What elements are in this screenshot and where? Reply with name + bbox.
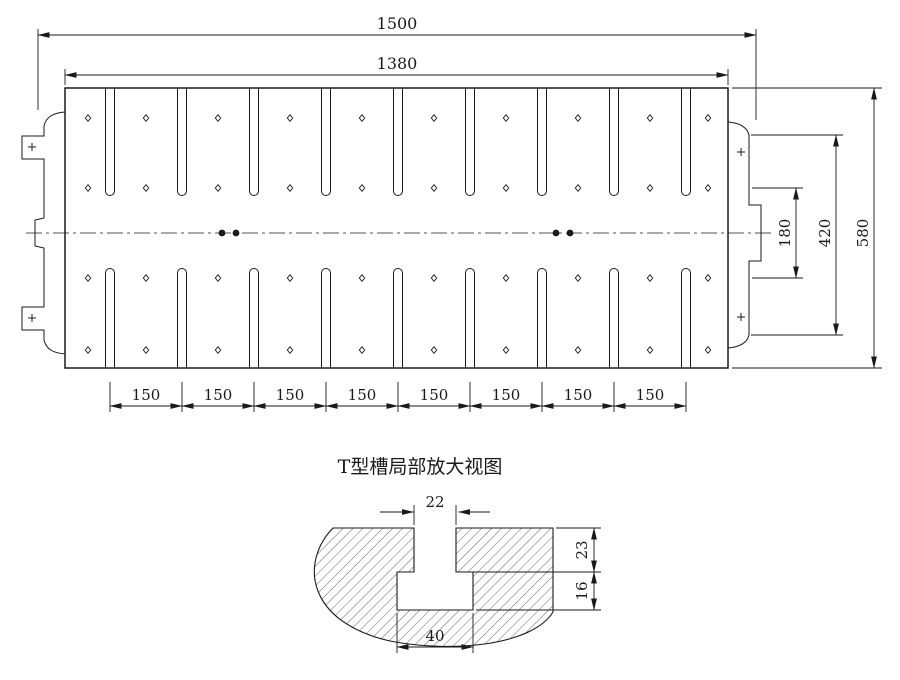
detail-title: T型槽局部放大视图 [338, 456, 503, 478]
bolt-hole-mark [84, 183, 92, 193]
bolt-hole-mark [142, 345, 150, 355]
bolt-hole-mark [430, 273, 438, 283]
t-slot-top [249, 88, 259, 196]
bolt-hole-mark [704, 273, 712, 283]
bolt-hole-mark [214, 273, 222, 283]
dim-slot-opening-label: 22 [425, 493, 444, 511]
bolt-hole-mark [430, 183, 438, 193]
t-slot-top [105, 88, 115, 196]
bolt-hole-mark [358, 113, 366, 123]
t-slot-bottom [177, 268, 187, 368]
t-slot-bottom [105, 268, 115, 368]
locating-hole [218, 229, 226, 237]
t-slot-top [681, 88, 691, 196]
t-slot-bottom [681, 268, 691, 368]
t-slot-top [177, 88, 187, 196]
bolt-hole-mark [502, 273, 510, 283]
bolt-hole-mark [574, 273, 582, 283]
dim-center-span-label: 180 [776, 219, 794, 248]
t-slot-top [393, 88, 403, 196]
t-slot-top [537, 88, 547, 196]
bolt-hole-mark [574, 183, 582, 193]
bolt-hole-mark [574, 113, 582, 123]
bolt-hole-mark [84, 273, 92, 283]
dim-t-width-label: 40 [425, 627, 444, 645]
bolt-hole-mark [358, 273, 366, 283]
right-end-profile [727, 121, 762, 349]
bolt-hole-mark [704, 113, 712, 123]
bolt-hole-mark [286, 113, 294, 123]
dim-pitch-label: 150 [420, 386, 449, 404]
bolt-hole-mark [286, 345, 294, 355]
dim-overall-length-label: 1500 [377, 14, 418, 33]
t-slot-bottom [537, 268, 547, 368]
t-slot-bottom [465, 268, 475, 368]
t-slot-bottom [321, 268, 331, 368]
t-slot-top [609, 88, 619, 196]
dim-overall-width-label: 580 [854, 219, 872, 248]
bolt-hole-mark [214, 345, 222, 355]
dim-pitch-label: 150 [132, 386, 161, 404]
locating-hole [552, 229, 560, 237]
hole-marks-group [84, 113, 712, 355]
dim-pitch-label: 150 [636, 386, 665, 404]
bolt-hole-mark [84, 113, 92, 123]
t-slots-group [105, 88, 691, 368]
t-slot-bottom [609, 268, 619, 368]
bolt-hole-mark [502, 183, 510, 193]
dim-pitch-label: 150 [492, 386, 521, 404]
bolt-hole-mark [142, 183, 150, 193]
bolt-hole-mark [214, 183, 222, 193]
t-slot-bottom [393, 268, 403, 368]
bolt-hole-mark [84, 345, 92, 355]
bolt-hole-mark [358, 183, 366, 193]
t-slot-top [465, 88, 475, 196]
bolt-hole-mark [286, 273, 294, 283]
t-slot-bottom [249, 268, 259, 368]
bolt-hole-mark [574, 345, 582, 355]
bolt-hole-mark [646, 113, 654, 123]
dim-end-width-label: 420 [816, 219, 834, 248]
bolt-hole-mark [430, 345, 438, 355]
bolt-hole-mark [646, 273, 654, 283]
dim-neck-depth-label: 23 [573, 540, 591, 559]
bolt-hole-mark [502, 345, 510, 355]
bolt-hole-mark [646, 345, 654, 355]
table-plate-outline [64, 87, 729, 369]
bolt-hole-mark [646, 183, 654, 193]
bolt-hole-mark [502, 113, 510, 123]
bolt-hole-mark [704, 345, 712, 355]
dim-pitch-label: 150 [204, 386, 233, 404]
detail-view: T型槽局部放大视图 22 23 16 40 [313, 456, 601, 653]
dim-t-height-label: 16 [573, 581, 591, 600]
locating-hole [566, 229, 574, 237]
bolt-hole-mark [142, 113, 150, 123]
bolt-hole-mark [430, 113, 438, 123]
dim-pitch-label: 150 [276, 386, 305, 404]
dim-slot-span-label: 1380 [377, 54, 418, 73]
dim-pitch-label: 150 [564, 386, 593, 404]
dim-pitch-label: 150 [348, 386, 377, 404]
bolt-hole-mark [704, 183, 712, 193]
clamp-cross-marks [28, 143, 745, 322]
bolt-hole-mark [286, 183, 294, 193]
bolt-hole-mark [214, 113, 222, 123]
bolt-hole-mark [358, 345, 366, 355]
bolt-hole-mark [142, 273, 150, 283]
pitch-dimension-chain: 150 150 150 150 150 150 150 150 [109, 382, 687, 412]
t-slot-top [321, 88, 331, 196]
locating-hole [232, 229, 240, 237]
